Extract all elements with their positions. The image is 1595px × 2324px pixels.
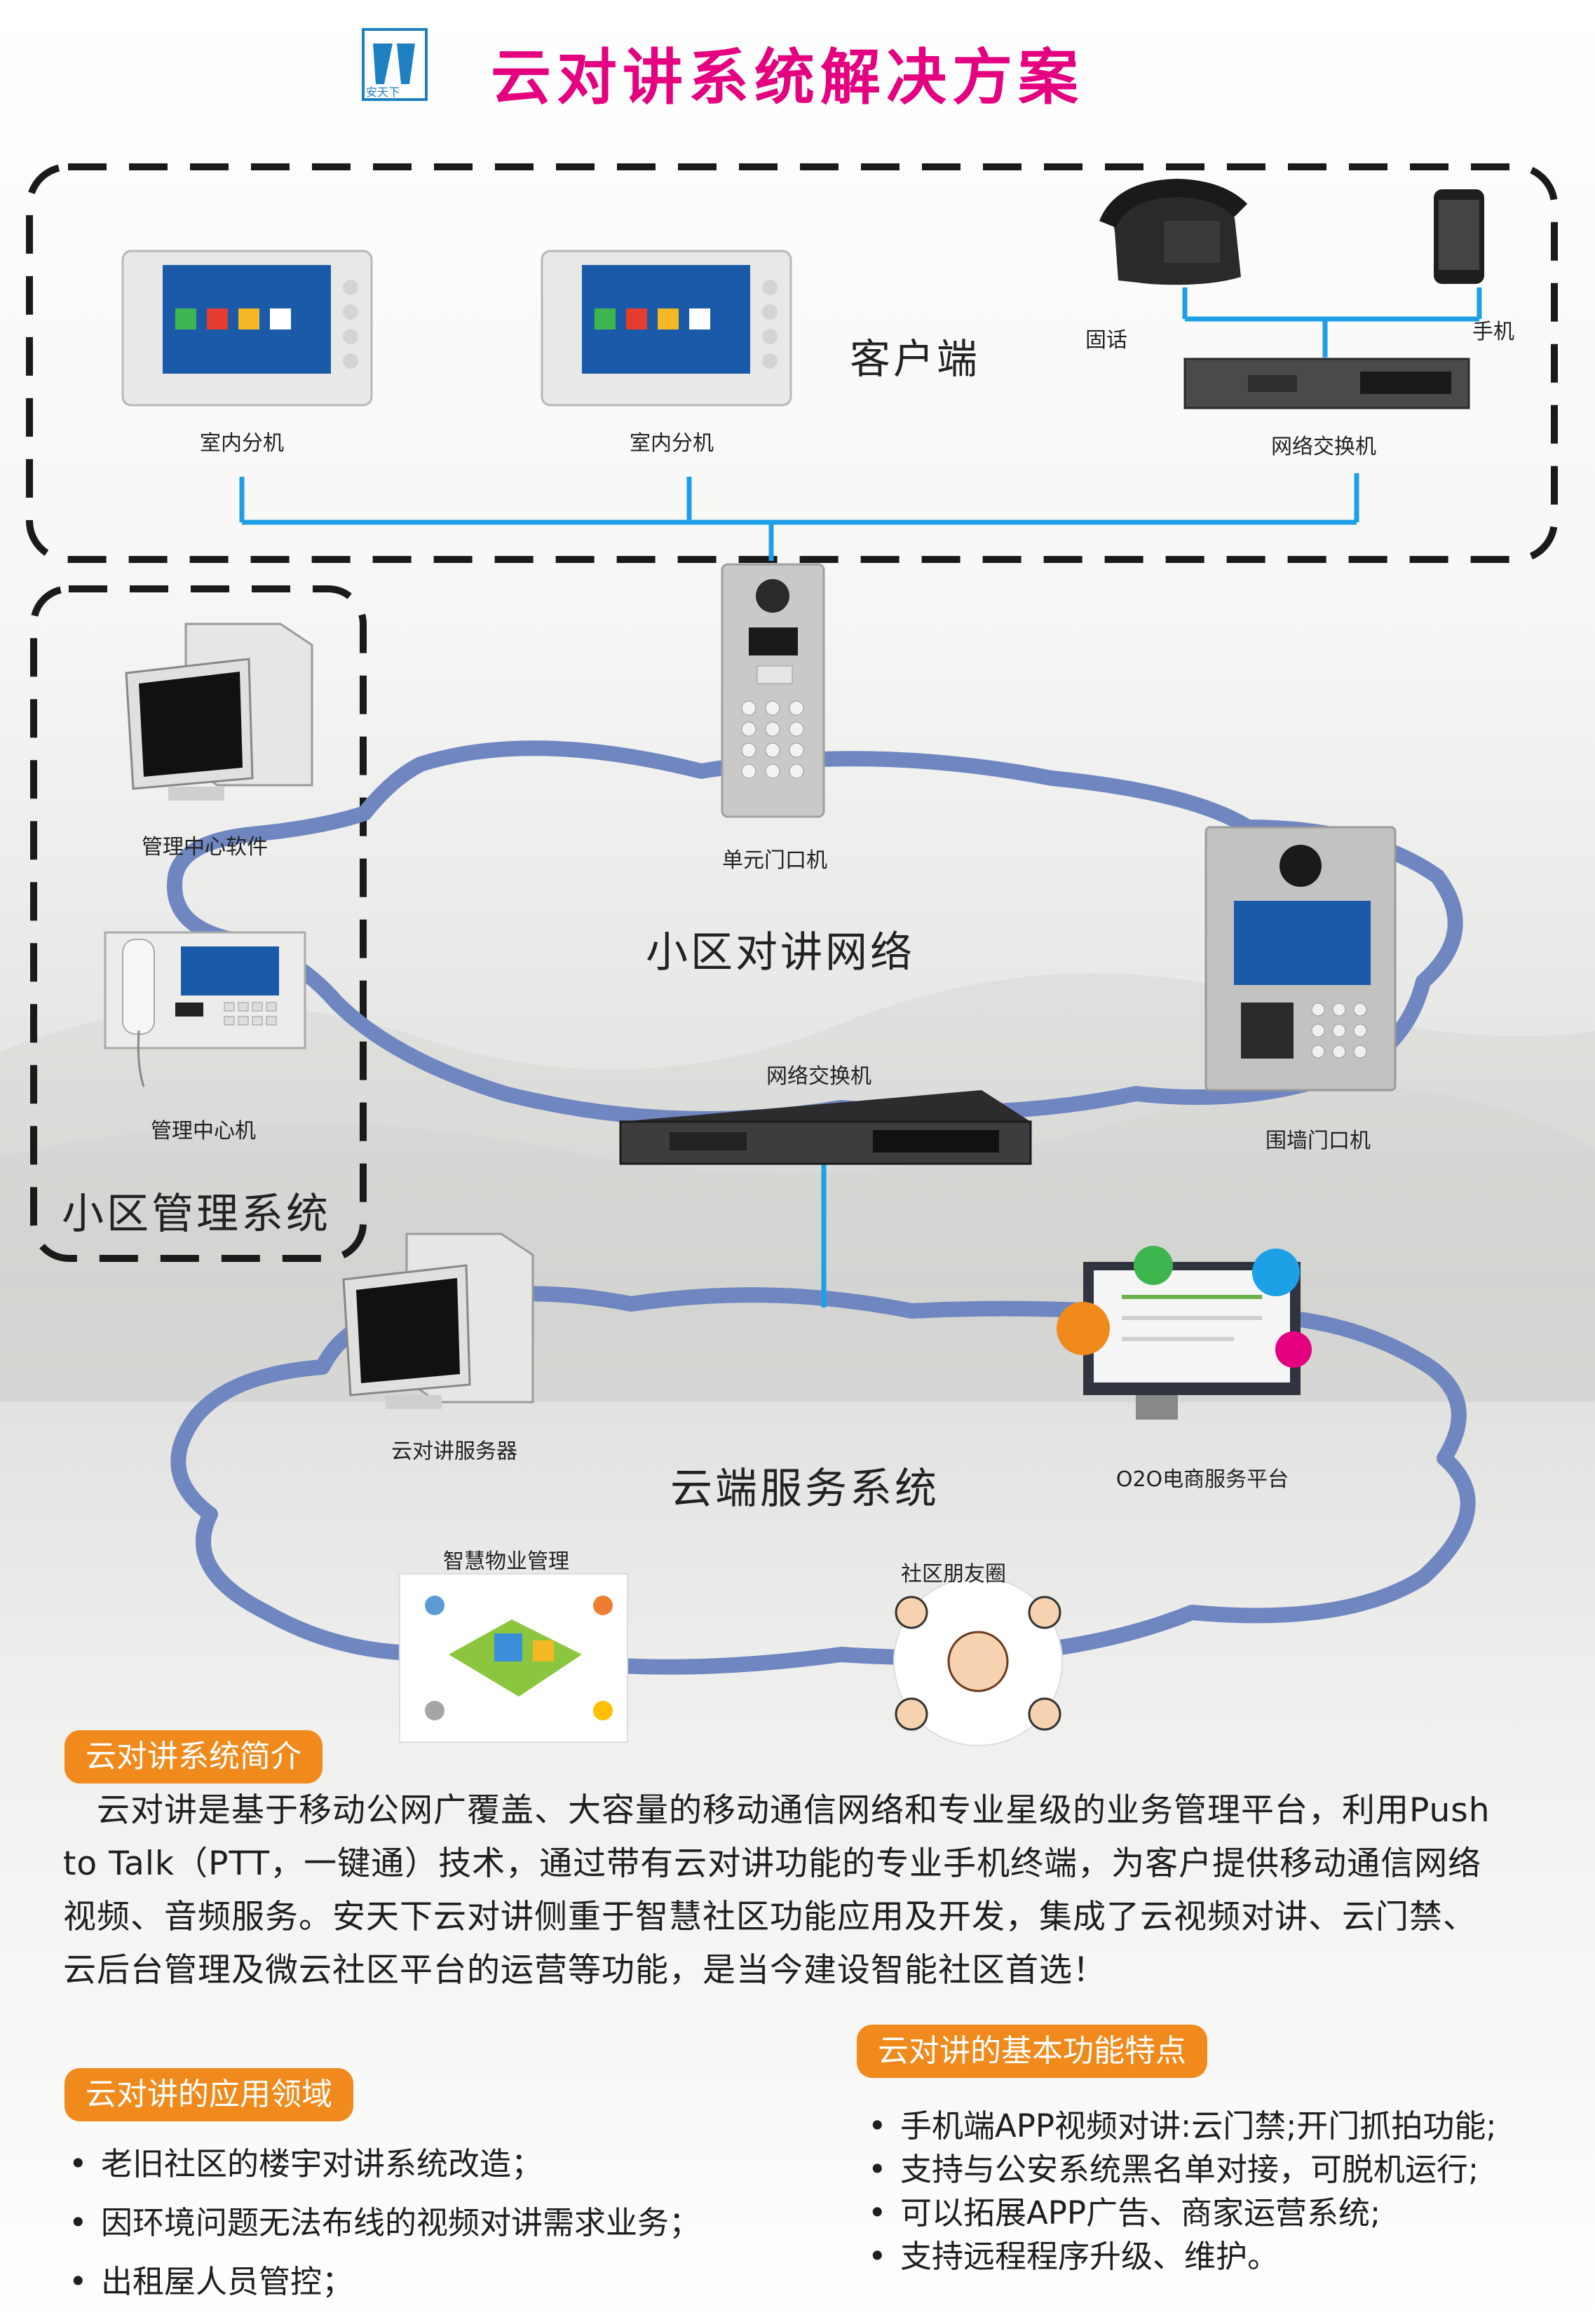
- o2o-platform-monitor-device: [1057, 1246, 1312, 1420]
- landline-label: 固话: [1085, 328, 1127, 353]
- smart-property-label: 智慧物业管理: [443, 1549, 569, 1574]
- mobile-label: 手机: [1472, 320, 1514, 344]
- wall-door-station-label: 围墙门口机: [1265, 1129, 1371, 1153]
- list-item: 可以拓展APP广告、商家运营系统;: [864, 2192, 1497, 2235]
- indoor-unit-2-device: [541, 250, 792, 407]
- wall-door-station-device: [1204, 826, 1397, 1092]
- unit-door-station-device: [721, 563, 825, 818]
- list-item: 支持远程程序升级、维护。: [864, 2235, 1497, 2278]
- cloud-server-label: 云对讲服务器: [391, 1439, 517, 1464]
- unit-door-station-label: 单元门口机: [722, 848, 827, 873]
- client-group-box: [26, 163, 1558, 563]
- cloud-services-cloud: [170, 1286, 1476, 1675]
- list-item: 因环境问题无法布线的视频对讲需求业务；: [65, 2194, 700, 2252]
- network-switch-device: [619, 1090, 1032, 1165]
- indoor-unit-1-device: [121, 250, 373, 407]
- list-item: 老旧社区的楼宇对讲系统改造；: [65, 2135, 700, 2194]
- management-group-box: [30, 585, 367, 1262]
- cloud-server-computer-device: [342, 1232, 534, 1409]
- o2o-platform-label: O2O电商服务平台: [1115, 1467, 1289, 1492]
- intro-paragraph: 云对讲是基于移动公网广覆盖、大容量的移动通信网络和专业星级的业务管理平台，利用P…: [63, 1784, 1507, 1997]
- page-title: 云对讲系统解决方案: [491, 43, 1084, 113]
- management-group-title: 小区管理系统: [62, 1190, 331, 1239]
- community-friends-label: 社区朋友圈: [901, 1562, 1006, 1586]
- company-logo: [362, 28, 428, 101]
- management-console-device: [104, 931, 306, 1087]
- intercom-network-cloud: [167, 740, 1463, 1127]
- intercom-network-title: 小区对讲网络: [646, 928, 915, 977]
- management-console-label: 管理中心机: [151, 1119, 256, 1143]
- cloud-services-title: 云端服务系统: [670, 1465, 939, 1514]
- management-software-computer-device: [125, 623, 313, 801]
- indoor-unit-2-label: 室内分机: [630, 431, 714, 456]
- list-item: 支持与公安系统黑名单对接，可脱机运行;: [864, 2148, 1497, 2192]
- mobile-phone-device: [1434, 189, 1484, 284]
- smart-property-illustration: [399, 1573, 628, 1743]
- client-switch-label: 网络交换机: [1271, 435, 1376, 459]
- landline-phone-device: [1099, 178, 1248, 285]
- client-connectors: [239, 287, 1482, 1307]
- intro-tag: 云对讲系统简介: [65, 1730, 323, 1783]
- management-software-label: 管理中心软件: [142, 835, 268, 859]
- community-friends-illustration: [893, 1577, 1063, 1746]
- applications-list: 老旧社区的楼宇对讲系统改造； 因环境问题无法布线的视频对讲需求业务； 出租屋人员…: [65, 2135, 700, 2311]
- network-switch-label: 网络交换机: [766, 1064, 871, 1089]
- client-switch-device: [1183, 358, 1470, 409]
- list-item: 出租屋人员管控；: [65, 2252, 700, 2311]
- features-list: 手机端APP视频对讲:云门禁;开门抓拍功能; 支持与公安系统黑名单对接，可脱机运…: [864, 2105, 1497, 2278]
- applications-tag: 云对讲的应用领域: [65, 2068, 353, 2121]
- client-group-title: 客户端: [849, 335, 981, 383]
- intro-text: 云对讲是基于移动公网广覆盖、大容量的移动通信网络和专业星级的业务管理平台，利用P…: [63, 1791, 1491, 1990]
- logo-text: 安天下: [366, 86, 400, 99]
- indoor-unit-1-label: 室内分机: [200, 431, 284, 456]
- list-item: 手机端APP视频对讲:云门禁;开门抓拍功能;: [864, 2105, 1497, 2148]
- features-tag: 云对讲的基本功能特点: [857, 2025, 1207, 2078]
